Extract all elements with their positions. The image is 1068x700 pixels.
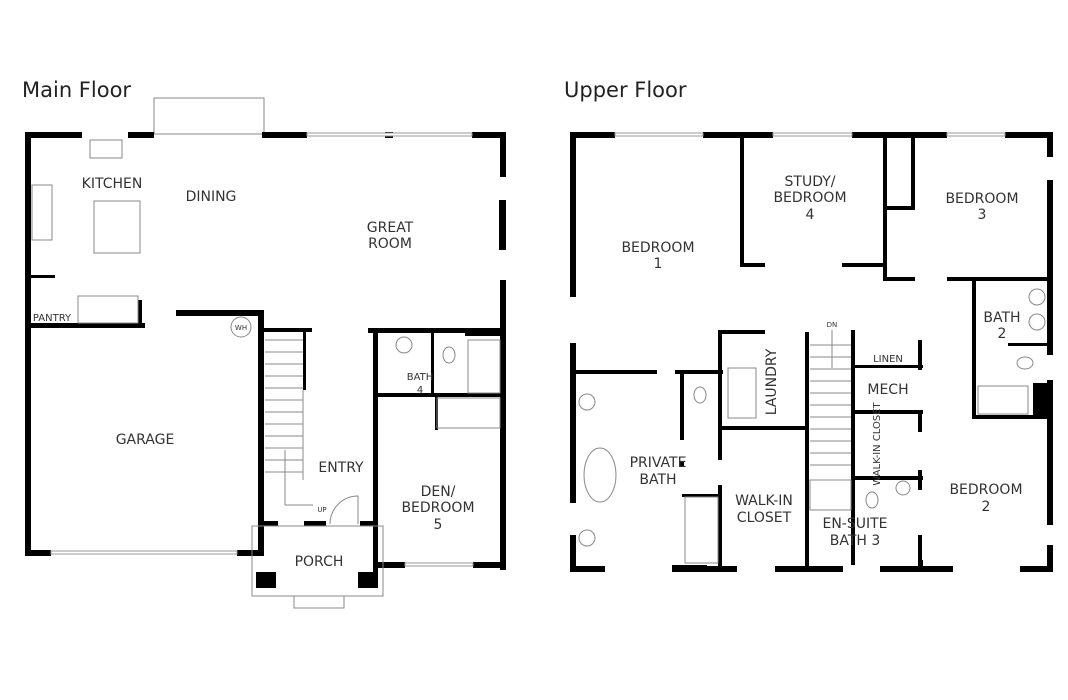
room-label-bedroom-3-line2: 3 [978, 207, 987, 223]
room-label-dining: DINING [186, 189, 237, 205]
room-label-linen: LINEN [873, 354, 903, 365]
room-label-small-walkin-closet: WALK-IN CLOSET [872, 401, 883, 485]
room-label-study-line1: STUDY/ [785, 174, 836, 190]
room-label-bath-4-line2: 4 [417, 385, 423, 396]
room-label-study-line2: BEDROOM [773, 190, 846, 206]
room-label-ensuite-line2: BATH 3 [830, 533, 881, 549]
room-label-walkin-closet-line2: CLOSET [737, 510, 792, 526]
room-label-bath-2-line1: BATH [983, 310, 1020, 326]
stair-up-label: UP [317, 506, 326, 514]
main-floor-title: Main Floor [22, 78, 132, 102]
room-label-bedroom-1-line2: 1 [654, 256, 663, 272]
room-label-great-room-line1: GREAT [367, 220, 414, 236]
room-label-laundry: LAUNDRY [764, 348, 780, 415]
room-label-great-room-line2: ROOM [368, 236, 412, 252]
room-label-den-line3: 5 [434, 517, 443, 533]
room-label-bath-4-line1: BATH [407, 372, 434, 383]
upper-floor-title: Upper Floor [564, 78, 687, 102]
room-label-ensuite-line1: EN-SUITE [822, 516, 887, 532]
room-label-mech: MECH [867, 382, 908, 398]
room-label-pantry: PANTRY [33, 313, 72, 324]
room-label-kitchen: KITCHEN [82, 176, 143, 192]
room-label-study-line3: 4 [806, 207, 815, 223]
upper-floor-plan [570, 132, 1053, 572]
main-floor-plan [25, 97, 506, 609]
room-label-bedroom-2-line1: BEDROOM [949, 482, 1022, 498]
room-label-bedroom-1-line1: BEDROOM [621, 240, 694, 256]
room-label-private-bath-line2: BATH [639, 472, 676, 488]
room-label-den-line2: BEDROOM [401, 500, 474, 516]
stair-down-label: DN [827, 321, 838, 329]
room-label-garage: GARAGE [116, 432, 175, 448]
room-label-bedroom-3-line1: BEDROOM [945, 191, 1018, 207]
room-label-bedroom-2-line2: 2 [982, 499, 991, 515]
room-label-porch: PORCH [295, 554, 344, 570]
room-label-bath-2-line2: 2 [998, 326, 1007, 342]
room-label-private-bath-line1: PRIVATE [630, 455, 687, 471]
room-label-den-line1: DEN/ [421, 484, 456, 500]
water-heater-label: WH [235, 324, 247, 332]
room-label-walkin-closet-line1: WALK-IN [735, 493, 793, 509]
room-label-entry: ENTRY [318, 460, 364, 476]
